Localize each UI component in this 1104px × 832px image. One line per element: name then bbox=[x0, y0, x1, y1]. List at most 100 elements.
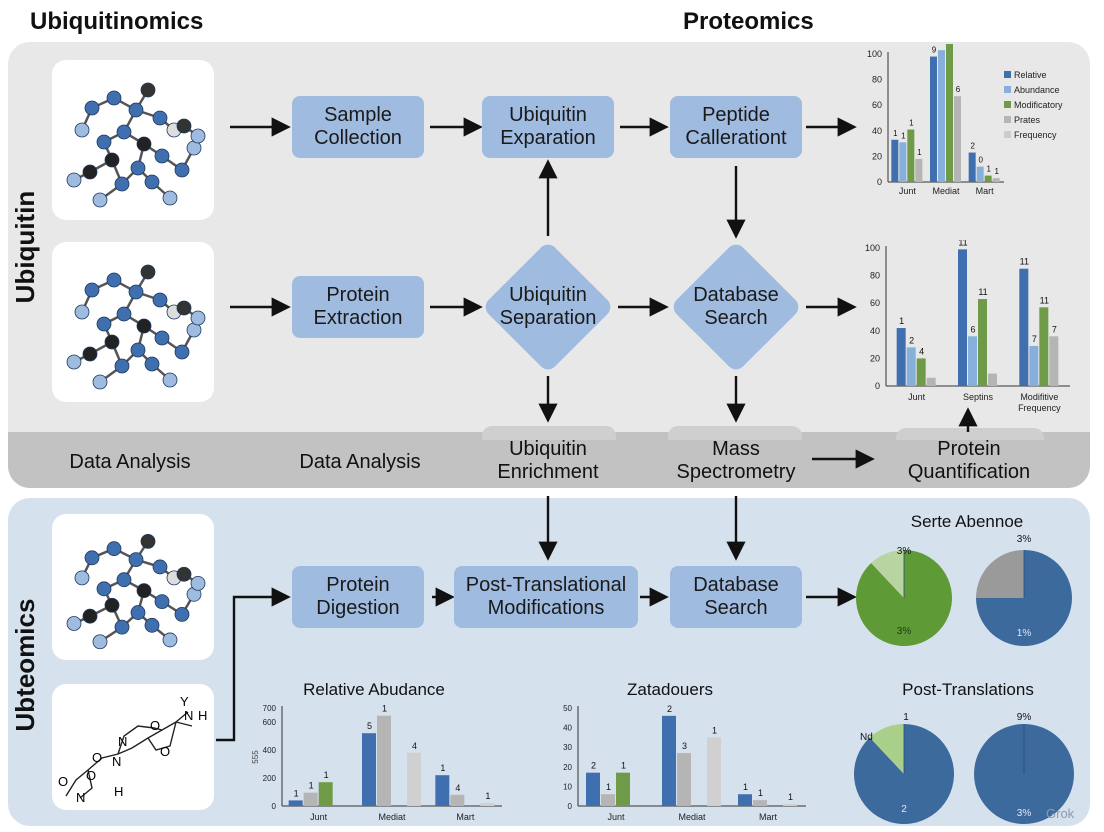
atom bbox=[190, 310, 206, 326]
bar bbox=[896, 328, 906, 386]
protein-digestion-box[interactable]: Protein Digestion bbox=[292, 566, 424, 628]
ubiquitin-exparation-box[interactable]: Ubiquitin Exparation bbox=[482, 96, 614, 158]
legend-entry: Relative bbox=[1014, 70, 1047, 80]
data-label: 11 bbox=[958, 240, 967, 247]
atom bbox=[92, 374, 108, 390]
atom bbox=[174, 162, 190, 178]
x-tick-label: Mart bbox=[759, 812, 777, 822]
atom-label: Y bbox=[180, 694, 189, 709]
protein-extraction-box[interactable]: Protein Extraction bbox=[292, 276, 424, 338]
bar bbox=[938, 50, 945, 182]
atom bbox=[176, 300, 192, 316]
data-label: 3 bbox=[682, 741, 687, 751]
x-tick-label: Mart bbox=[456, 812, 474, 822]
molecule-image bbox=[66, 82, 206, 208]
data-label: 11 bbox=[1020, 257, 1029, 267]
legend-entry: Modificatory bbox=[1014, 100, 1063, 110]
y-tick-label: 40 bbox=[870, 326, 880, 336]
bar bbox=[435, 775, 450, 806]
pie-label: 3% bbox=[897, 546, 912, 557]
atom-label: H bbox=[198, 708, 207, 723]
atom bbox=[104, 334, 120, 350]
atom bbox=[84, 550, 100, 566]
atom bbox=[136, 318, 152, 334]
atom bbox=[66, 172, 82, 188]
sample-collection-box[interactable]: Sample Collection bbox=[292, 96, 424, 158]
atom bbox=[140, 533, 156, 549]
pie-label: 3% bbox=[1017, 808, 1032, 819]
bar bbox=[303, 792, 318, 806]
pie-title-serte-abennoe: Serte Abennoe bbox=[910, 512, 1024, 531]
band-tab-mass-spec bbox=[668, 426, 802, 440]
atom bbox=[114, 358, 130, 374]
data-label: 1 bbox=[440, 763, 445, 773]
pie-label: 3% bbox=[1017, 534, 1032, 545]
atom bbox=[104, 597, 120, 613]
bar bbox=[926, 377, 936, 386]
molecule-card-3 bbox=[52, 514, 214, 660]
peptide-callerationt-box[interactable]: Peptide Callerationt bbox=[670, 96, 802, 158]
bar bbox=[907, 129, 915, 182]
atom bbox=[154, 330, 170, 346]
atom bbox=[140, 264, 156, 280]
data-label: 1 bbox=[485, 791, 490, 801]
pie-label: 9% bbox=[1017, 712, 1032, 723]
atom bbox=[84, 282, 100, 298]
legend-swatch bbox=[1004, 116, 1011, 123]
atom bbox=[162, 632, 178, 648]
data-label: 1 bbox=[309, 781, 314, 791]
data-label: 1 bbox=[994, 167, 999, 176]
atom bbox=[162, 372, 178, 388]
bar bbox=[450, 794, 465, 806]
atom bbox=[130, 342, 146, 358]
pie-label: 3% bbox=[897, 626, 912, 637]
atom bbox=[114, 176, 130, 192]
post-translational-modifications-box[interactable]: Post-Translational Modifications bbox=[454, 566, 638, 628]
pie-charts-top: 3%3%1%3% bbox=[856, 534, 1072, 646]
atom bbox=[104, 152, 120, 168]
data-label: 6 bbox=[970, 324, 975, 334]
bar bbox=[377, 715, 391, 806]
bar bbox=[915, 158, 923, 182]
y-tick-label: 600 bbox=[263, 718, 277, 727]
bar-chart-top: 0204060801001111Junt916Mediat2011MartRel… bbox=[867, 44, 1063, 194]
atom-label: O bbox=[150, 718, 160, 733]
atom bbox=[144, 356, 160, 372]
bar bbox=[616, 772, 630, 806]
data-label: 1 bbox=[901, 131, 906, 140]
data-label: 1 bbox=[788, 792, 793, 802]
atom bbox=[176, 566, 192, 582]
atom bbox=[96, 134, 112, 150]
data-label: 2 bbox=[667, 704, 672, 714]
chart-title-zatadouers: Zatadouers bbox=[627, 680, 713, 699]
y-tick-label: 100 bbox=[865, 243, 880, 253]
atom bbox=[74, 122, 90, 138]
atom bbox=[74, 304, 90, 320]
x-tick-label: Mediat bbox=[932, 186, 960, 194]
atom bbox=[176, 118, 192, 134]
database-search-box-bottom[interactable]: Database Search bbox=[670, 566, 802, 628]
atom bbox=[136, 583, 152, 599]
bar bbox=[738, 794, 752, 806]
bar bbox=[978, 299, 987, 386]
atom bbox=[174, 344, 190, 360]
y-tick-label: 20 bbox=[870, 353, 880, 363]
atom bbox=[106, 272, 122, 288]
atom-label: O bbox=[58, 774, 68, 789]
x-tick-label: Junt bbox=[310, 812, 328, 822]
pie-slice bbox=[976, 550, 1024, 598]
x-tick-label: Modifitive bbox=[1020, 392, 1058, 402]
y-tick-label: 10 bbox=[563, 782, 572, 791]
atom-label: O bbox=[160, 744, 170, 759]
bar bbox=[906, 347, 916, 386]
atom bbox=[152, 292, 168, 308]
x-tick-label: Junt bbox=[899, 186, 917, 194]
data-label: 0 bbox=[978, 156, 983, 165]
band-tab-quantification bbox=[896, 428, 1044, 440]
atom bbox=[116, 306, 132, 322]
data-label: 7 bbox=[1052, 324, 1057, 334]
bar-chart-middle: 020406080100124Junt11611Septins117117Mod… bbox=[865, 240, 1070, 413]
